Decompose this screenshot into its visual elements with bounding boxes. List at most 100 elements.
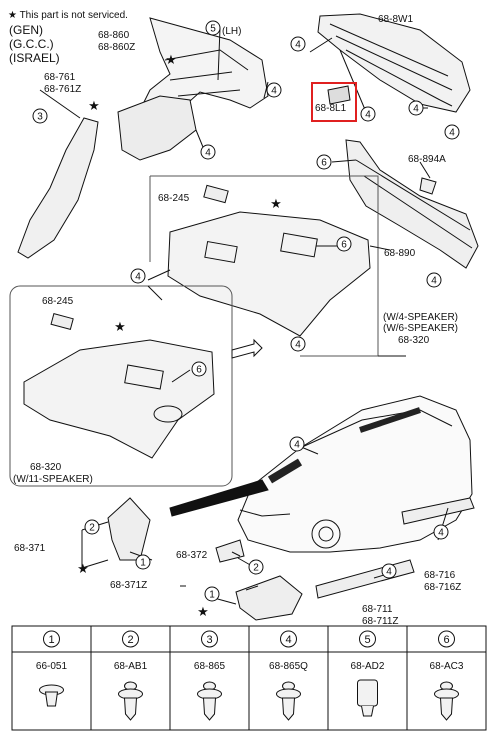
legend-part-3: 68-865 <box>193 661 226 672</box>
label-68-320-lower: 68-320 <box>30 462 62 473</box>
svg-text:5: 5 <box>364 634 370 646</box>
push-rivet-icon <box>197 681 222 721</box>
label-68-890: 68-890 <box>384 248 416 259</box>
svg-text:3: 3 <box>37 112 43 123</box>
legend-num-5: 5 <box>359 630 376 648</box>
callout-4: 4 <box>200 144 216 160</box>
svg-text:4: 4 <box>438 528 444 539</box>
svg-text:4: 4 <box>271 86 277 97</box>
legend-part-1: 66-051 <box>35 661 68 672</box>
star-icon: ★ <box>8 10 17 21</box>
bracket-372 <box>215 539 303 621</box>
callout-1: 1 <box>135 554 151 570</box>
label-68-372: 68-372 <box>176 550 208 561</box>
svg-text:6: 6 <box>321 158 327 169</box>
label-68-8l1: 68-8L1 <box>315 103 347 114</box>
callout-4: 4 <box>408 100 424 116</box>
scuff-plate-rear <box>401 497 475 525</box>
label-68-716z: 68-716Z <box>424 582 462 593</box>
svg-text:6: 6 <box>341 240 347 251</box>
sill-trim-part <box>345 139 479 269</box>
label-68-371: 68-371 <box>14 543 46 554</box>
legend-num-6: 6 <box>438 630 455 648</box>
callout-4: 4 <box>360 106 376 122</box>
flat-clip-icon <box>39 684 64 707</box>
svg-text:6: 6 <box>196 365 202 376</box>
legend-num-3: 3 <box>201 630 218 648</box>
svg-text:3: 3 <box>206 634 212 646</box>
scuff-plate-front <box>315 559 415 599</box>
svg-text:5: 5 <box>210 24 216 35</box>
region-gcc: (G.C.C.) <box>9 37 54 51</box>
callout-4: 4 <box>266 82 282 98</box>
package-tray-lower <box>23 339 215 459</box>
label-lh: (LH) <box>222 26 242 37</box>
callout-6: 6 <box>316 154 332 170</box>
callout-4: 4 <box>426 272 442 288</box>
callout-5: 5 <box>205 20 221 36</box>
legend-part-5: 68-AD2 <box>350 661 385 672</box>
not-serviced-note: ★ This part is not serviced. <box>8 9 128 22</box>
legend-num-2: 2 <box>122 630 139 648</box>
callout-2: 2 <box>248 559 264 575</box>
legend-part-2: 68-AB1 <box>113 661 148 672</box>
svg-text:4: 4 <box>285 634 291 646</box>
label-68-716: 68-716 <box>424 570 456 581</box>
star-icon: ★ <box>270 196 282 211</box>
callout-4: 4 <box>290 36 306 52</box>
legend-grid <box>11 625 487 731</box>
label-68-711: 68-711 <box>362 604 393 615</box>
side-trim-part <box>17 117 99 259</box>
svg-text:4: 4 <box>431 276 437 287</box>
label-68-371z: 68-371Z <box>110 580 148 591</box>
svg-text:4: 4 <box>295 340 301 351</box>
svg-text:4: 4 <box>294 440 300 451</box>
callout-2: 2 <box>84 519 100 535</box>
label-68-894a: 68-894A <box>408 154 446 165</box>
svg-text:4: 4 <box>205 148 211 159</box>
label-68-860: 68-860 <box>98 30 130 41</box>
label-w11-speaker: (W/11-SPEAKER) <box>13 474 93 485</box>
star-icon: ★ <box>88 98 100 113</box>
callout-4: 4 <box>444 124 460 140</box>
svg-text:4: 4 <box>449 128 455 139</box>
svg-text:2: 2 <box>89 523 95 534</box>
legend-num-4: 4 <box>280 630 297 648</box>
svg-text:4: 4 <box>295 40 301 51</box>
star-icon: ★ <box>165 52 177 67</box>
callout-6: 6 <box>336 236 352 252</box>
callout-4: 4 <box>381 563 397 579</box>
svg-text:4: 4 <box>386 567 392 578</box>
callout-4: 4 <box>289 436 305 452</box>
star-icon: ★ <box>77 561 89 576</box>
label-68-245-lower: 68-245 <box>42 296 74 307</box>
svg-text:2: 2 <box>253 563 259 574</box>
retainer-clip-icon <box>357 679 378 717</box>
callout-3: 3 <box>32 108 48 124</box>
bracket-371 <box>107 497 151 561</box>
trunk-lid-trim-part <box>317 13 471 113</box>
region-gen: (GEN) <box>9 23 43 37</box>
svg-text:4: 4 <box>365 110 371 121</box>
not-serviced-text: This part is not serviced. <box>19 10 128 21</box>
callout-4: 4 <box>290 336 306 352</box>
legend-part-6: 68-AC3 <box>429 661 464 672</box>
quarter-trim-part <box>117 17 269 161</box>
label-68-320-upper: 68-320 <box>398 335 430 346</box>
push-rivet-icon <box>276 681 301 721</box>
highlight-box <box>311 82 357 122</box>
callout-4: 4 <box>433 524 449 540</box>
callout-1: 1 <box>204 586 220 602</box>
region-israel: (ISRAEL) <box>9 51 60 65</box>
label-68-761: 68-761 <box>44 72 76 83</box>
callout-6: 6 <box>191 361 207 377</box>
svg-text:4: 4 <box>135 272 141 283</box>
label-w6-speaker: (W/6-SPEAKER) <box>383 323 459 334</box>
callout-4: 4 <box>130 268 146 284</box>
push-rivet-icon <box>118 681 143 721</box>
svg-text:1: 1 <box>209 590 215 601</box>
label-w4-speaker: (W/4-SPEAKER) <box>383 312 459 323</box>
